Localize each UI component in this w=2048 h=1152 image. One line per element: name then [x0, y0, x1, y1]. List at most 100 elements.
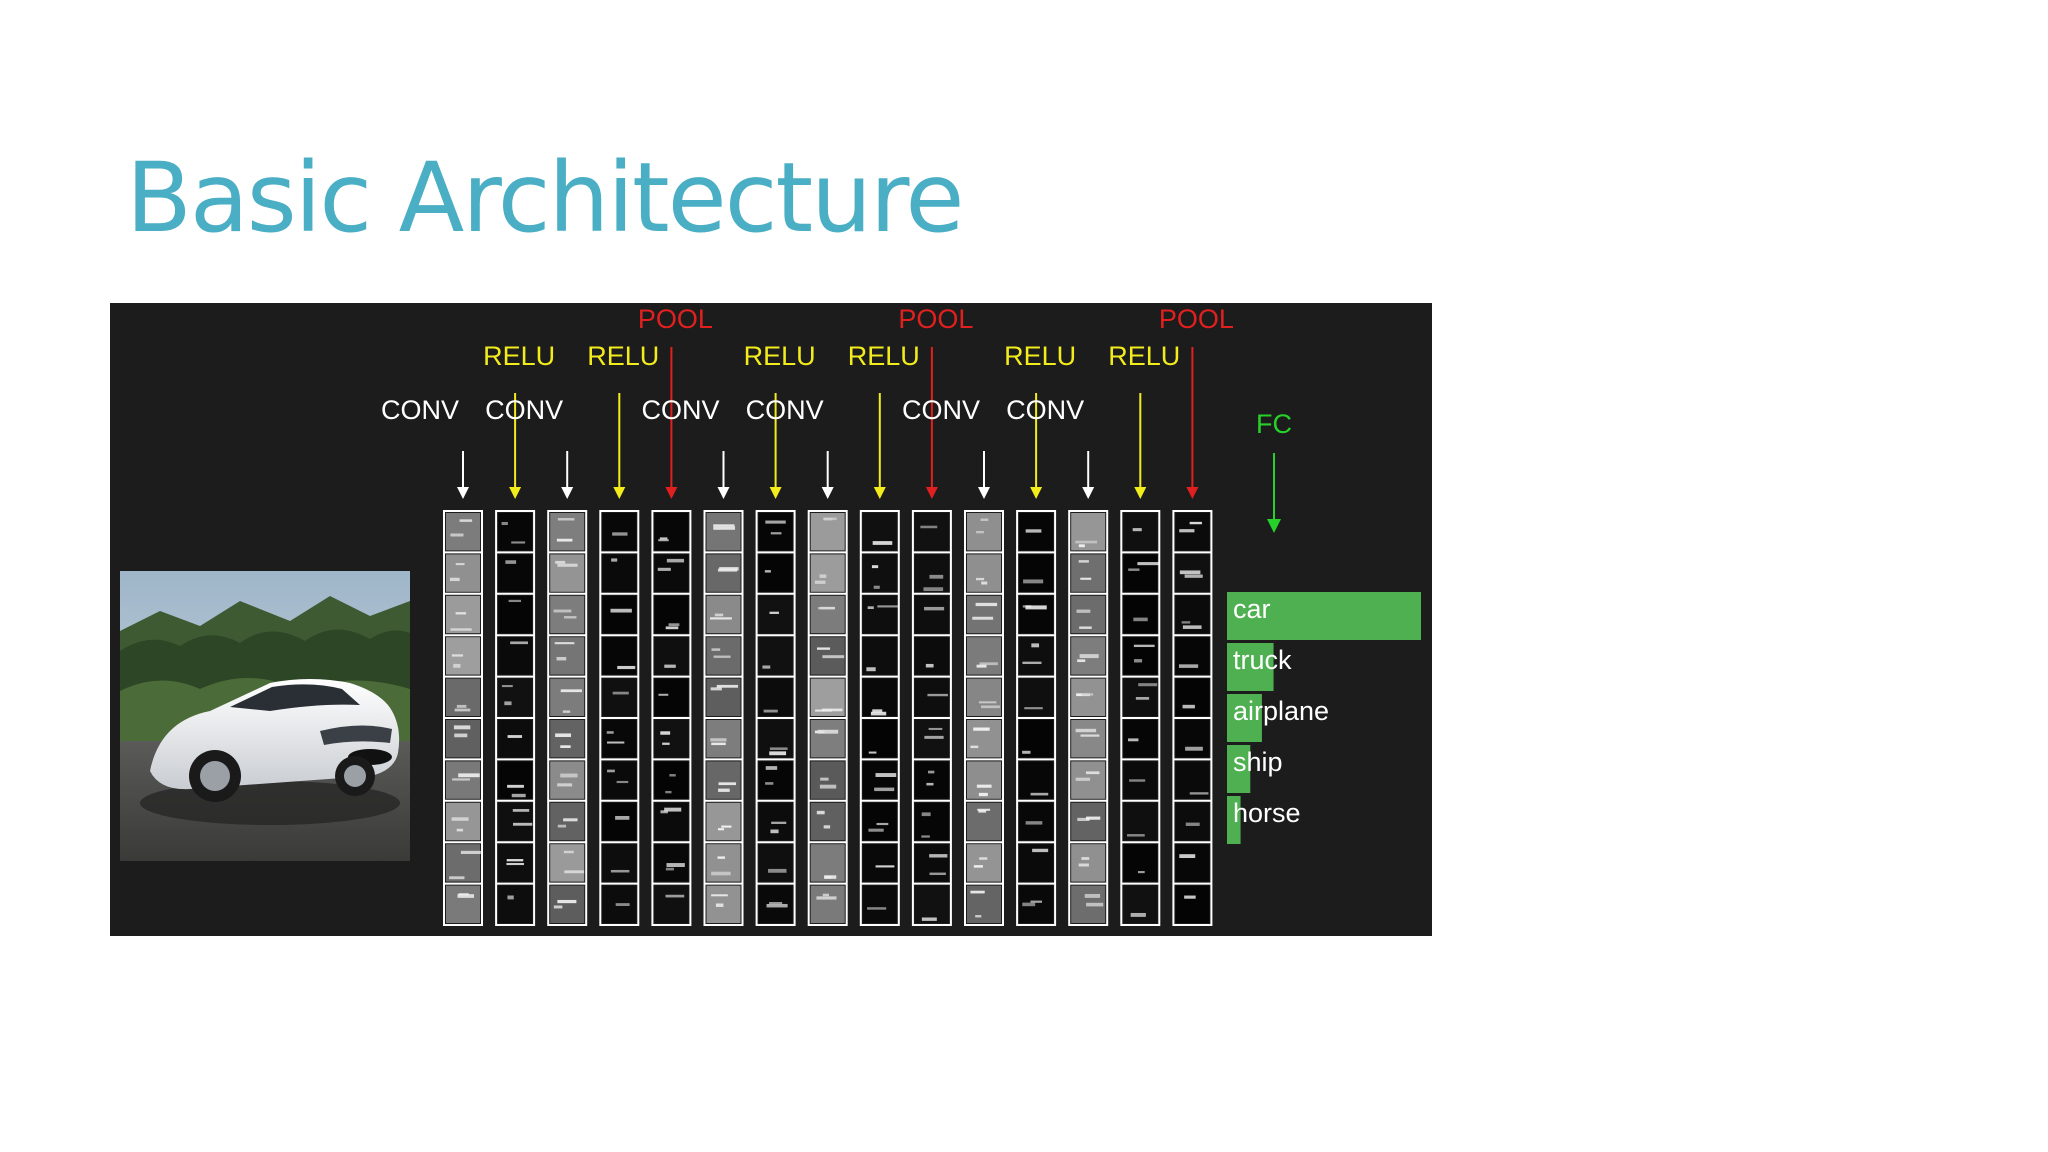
feature-map-cell — [810, 802, 845, 841]
relu-layer-label: RELU — [848, 341, 920, 371]
feature-map-activation — [1077, 659, 1086, 663]
pool-arrowhead — [925, 487, 938, 499]
feature-map-activation — [1075, 777, 1091, 781]
feature-map-activation — [1137, 871, 1145, 874]
relu-arrowhead — [1134, 487, 1147, 499]
feature-map-activation — [557, 783, 573, 787]
feature-map-activation — [710, 687, 722, 691]
feature-map-activation — [1182, 625, 1202, 629]
feature-map-activation — [611, 558, 618, 562]
feature-map-activation — [449, 876, 465, 880]
feature-map-cell — [446, 513, 480, 551]
feature-map-activation — [666, 863, 685, 867]
feature-map-activation — [1030, 900, 1043, 903]
feature-map-activation — [557, 824, 567, 828]
feature-map-activation — [1128, 568, 1140, 571]
feature-map-activation — [713, 526, 736, 530]
feature-map-cell — [1019, 595, 1054, 634]
feature-map-activation — [981, 705, 1000, 709]
feature-map-cell — [706, 885, 741, 923]
feature-map-activation — [920, 525, 938, 529]
feature-map-cell — [1175, 678, 1210, 716]
feature-map-cell — [1071, 678, 1106, 716]
feature-map-cell — [914, 678, 949, 716]
feature-map-activation — [555, 733, 572, 738]
feature-map-activation — [512, 809, 530, 812]
feature-map-activation — [607, 769, 615, 773]
feature-map-activation — [978, 701, 997, 704]
feature-map-activation — [1032, 848, 1049, 853]
relu-arrowhead — [509, 487, 522, 499]
prediction-bar — [1227, 796, 1241, 844]
feature-map-cell — [914, 554, 949, 592]
feature-map-activation — [765, 520, 786, 524]
feature-map-activation — [563, 850, 574, 854]
feature-map-activation — [817, 729, 839, 734]
conv-arrowhead — [1082, 487, 1095, 499]
feature-map-activation — [506, 859, 524, 862]
feature-map-cell — [1019, 678, 1054, 716]
feature-map-cell — [758, 513, 793, 551]
feature-map-cell — [602, 844, 637, 882]
feature-map-activation — [563, 818, 578, 822]
feature-map-cell — [758, 802, 793, 841]
feature-map-cell — [758, 844, 793, 882]
feature-map-activation — [867, 606, 874, 610]
feature-map-activation — [819, 784, 837, 789]
feature-map-activation — [507, 735, 523, 738]
feature-map-cell — [550, 885, 585, 923]
relu-arrowhead — [873, 487, 886, 499]
feature-map-activation — [557, 563, 578, 567]
feature-map-cell — [967, 637, 1001, 675]
feature-map-activation — [659, 537, 668, 541]
feature-map-activation — [873, 585, 880, 589]
feature-map-cell — [550, 761, 585, 799]
feature-map-activation — [814, 580, 826, 584]
feature-map-cell — [602, 720, 637, 758]
feature-map-activation — [764, 570, 771, 573]
feature-map-activation — [1078, 560, 1089, 563]
feature-map-activation — [1085, 771, 1100, 775]
feature-map-activation — [557, 899, 577, 904]
feature-map-cell — [1123, 595, 1158, 634]
feature-map-activation — [875, 773, 897, 777]
feature-map-activation — [660, 731, 671, 735]
feature-map-activation — [501, 521, 508, 526]
feature-map-activation — [770, 829, 779, 834]
feature-map-activation — [1025, 529, 1042, 533]
feature-map-activation — [512, 822, 533, 826]
feature-map-activation — [921, 917, 937, 921]
feature-map-cell — [758, 637, 793, 675]
feature-map-activation — [821, 708, 843, 712]
feature-map-activation — [1076, 609, 1091, 613]
feature-map-activation — [658, 693, 669, 696]
relu-arrowhead — [613, 487, 626, 499]
feature-map-cell — [498, 802, 533, 841]
conv-layer-label: CONV — [641, 395, 719, 425]
feature-map-cell — [1175, 844, 1210, 882]
feature-map-activation — [556, 538, 573, 542]
feature-map-activation — [1022, 750, 1031, 754]
prediction-bar — [1227, 745, 1251, 793]
feature-map-activation — [717, 856, 726, 859]
feature-map-activation — [1189, 521, 1202, 525]
feature-map-cell — [1123, 802, 1158, 841]
fc-layer-label: FC — [1256, 409, 1292, 439]
feature-map-activation — [1025, 605, 1047, 610]
feature-map-cell — [914, 761, 949, 799]
feature-map-cell — [550, 720, 585, 758]
feature-map-activation — [1182, 704, 1195, 709]
feature-map-activation — [1025, 821, 1043, 825]
feature-map-activation — [975, 602, 998, 607]
feature-map-cell — [1123, 637, 1158, 675]
feature-map-cell — [706, 554, 741, 592]
feature-map-activation — [449, 577, 460, 582]
feature-map-cell — [967, 554, 1001, 592]
relu-layer-label: RELU — [587, 341, 659, 371]
feature-map-cell — [706, 802, 741, 841]
feature-map-activation — [978, 810, 987, 813]
feature-map-cell — [498, 678, 533, 716]
feature-map-activation — [822, 893, 830, 897]
feature-map-activation — [664, 807, 682, 812]
feature-map-cell — [706, 761, 741, 799]
